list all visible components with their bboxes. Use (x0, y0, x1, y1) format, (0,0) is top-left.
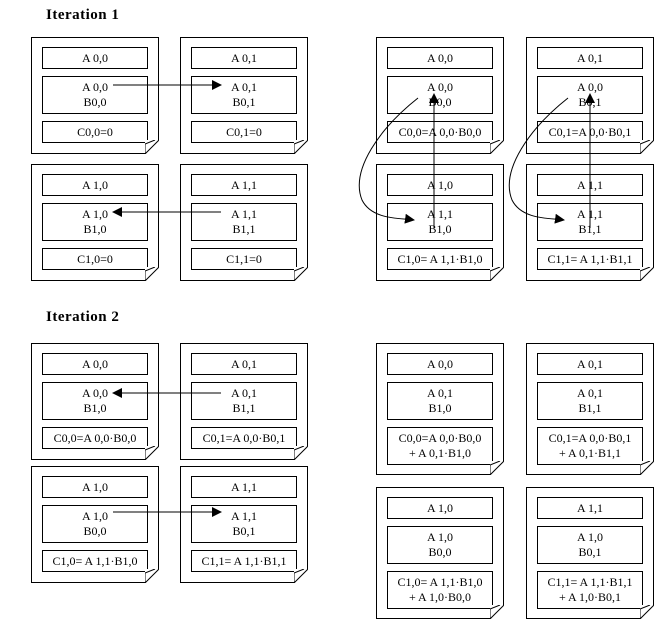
a-block-cell: A 0,1 (191, 353, 297, 375)
page-fold-icon (294, 267, 308, 281)
a-block-cell: A 0,1 (537, 47, 643, 69)
page-fold-icon (145, 140, 159, 154)
c-block-cell: C1,1= A 1,1·B1,1 (191, 550, 297, 572)
c-block-cell: C0,1=0 (191, 121, 297, 143)
iteration-2-title: Iteration 2 (46, 309, 120, 325)
a-block-cell: A 1,0 (387, 174, 493, 196)
a-block-cell: A 1,0 (42, 476, 148, 498)
page-fold-icon (294, 569, 308, 583)
c-block-cell: C0,1=A 0,0·B0,1 (537, 121, 643, 143)
page-fold-icon (640, 140, 654, 154)
c-block-cell: C0,0=A 0,0·B0,0 (42, 427, 148, 449)
c-block-cell: C0,0=A 0,0·B0,0+ A 0,1·B1,0 (387, 427, 493, 465)
c-block-cell: C1,1= A 1,1·B1,1 (537, 248, 643, 270)
page-fold-icon (640, 605, 654, 619)
page-fold-icon (490, 605, 504, 619)
page-fold-icon (145, 569, 159, 583)
page-fold-icon (490, 461, 504, 475)
page-fold-icon (640, 267, 654, 281)
a-block-cell: A 0,0 (42, 353, 148, 375)
page-fold-icon (490, 267, 504, 281)
a-block-cell: A 0,1 (191, 47, 297, 69)
a-block-cell: A 1,1 (537, 497, 643, 519)
a-block-cell: A 1,0 (387, 497, 493, 519)
c-block-cell: C1,1=0 (191, 248, 297, 270)
page-fold-icon (145, 446, 159, 460)
c-block-cell: C1,0= A 1,1·B1,0+ A 1,0·B0,0 (387, 571, 493, 609)
page-fold-icon (294, 446, 308, 460)
c-block-cell: C0,0=A 0,0·B0,0 (387, 121, 493, 143)
a-block-cell: A 1,0 (42, 174, 148, 196)
a-block-cell: A 1,1 (191, 476, 297, 498)
a-block-cell: A 0,0 (387, 47, 493, 69)
c-block-cell: C1,1= A 1,1·B1,1+ A 1,0·B0,1 (537, 571, 643, 609)
c-block-cell: C1,0= A 1,1·B1,0 (42, 550, 148, 572)
a-block-cell: A 1,1 (191, 174, 297, 196)
page-fold-icon (640, 461, 654, 475)
c-block-cell: C1,0=0 (42, 248, 148, 270)
a-block-cell: A 1,1 (537, 174, 643, 196)
a-block-cell: A 0,0 (387, 353, 493, 375)
c-block-cell: C0,0=0 (42, 121, 148, 143)
c-block-cell: C1,0= A 1,1·B1,0 (387, 248, 493, 270)
page-fold-icon (490, 140, 504, 154)
iteration-1-title: Iteration 1 (46, 7, 120, 23)
c-block-cell: C0,1=A 0,0·B0,1+ A 0,1·B1,1 (537, 427, 643, 465)
a-block-cell: A 0,0 (42, 47, 148, 69)
page-fold-icon (145, 267, 159, 281)
c-block-cell: C0,1=A 0,0·B0,1 (191, 427, 297, 449)
page-fold-icon (294, 140, 308, 154)
a-block-cell: A 0,1 (537, 353, 643, 375)
